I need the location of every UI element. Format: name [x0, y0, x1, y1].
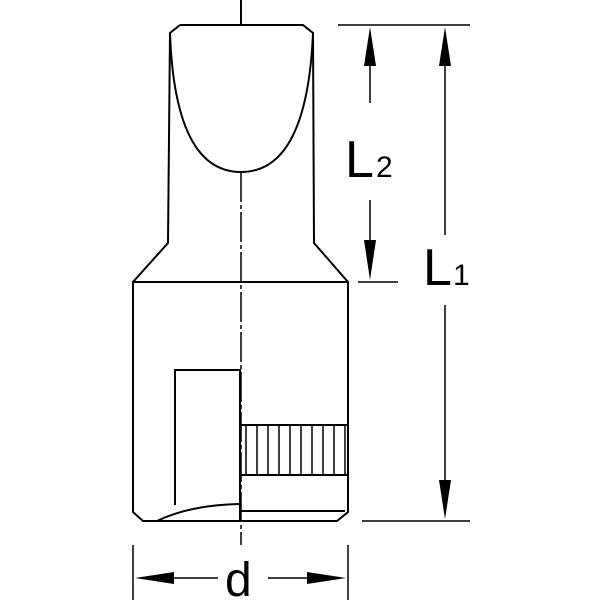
socket-outline — [132, 0, 349, 545]
d-label: d — [225, 554, 252, 600]
arrow-up-icon — [439, 27, 451, 66]
knurl-band — [241, 424, 348, 512]
arrow-up-icon — [364, 27, 376, 66]
inner-recess — [174, 369, 241, 521]
l1-label: L — [423, 239, 452, 297]
arrowheads — [135, 27, 451, 584]
arrow-left-icon — [135, 572, 174, 584]
l1-subscript: 1 — [453, 259, 470, 292]
knurl-lines — [245, 425, 346, 475]
arrow-right-icon — [307, 572, 346, 584]
inner-curve — [156, 503, 241, 522]
arrow-down-icon — [364, 240, 376, 280]
l2-subscript: 2 — [376, 151, 393, 184]
blade-curve — [169, 32, 314, 174]
arrow-down-icon — [439, 480, 451, 519]
l2-label: L — [345, 131, 374, 189]
body-outline — [132, 281, 349, 522]
